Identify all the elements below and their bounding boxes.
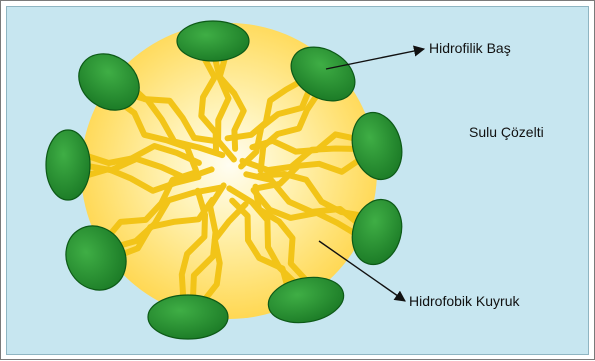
hydrophilic-head-label: Hidrofilik Baş xyxy=(429,40,511,56)
aqueous-solution-label: Sulu Çözelti xyxy=(469,124,544,140)
hydrophilic-head xyxy=(177,21,249,61)
hydrophobic-tail-label: Hidrofobik Kuyruk xyxy=(409,293,520,309)
hydrophilic-head xyxy=(148,295,228,339)
hydrophilic-head xyxy=(46,130,90,200)
